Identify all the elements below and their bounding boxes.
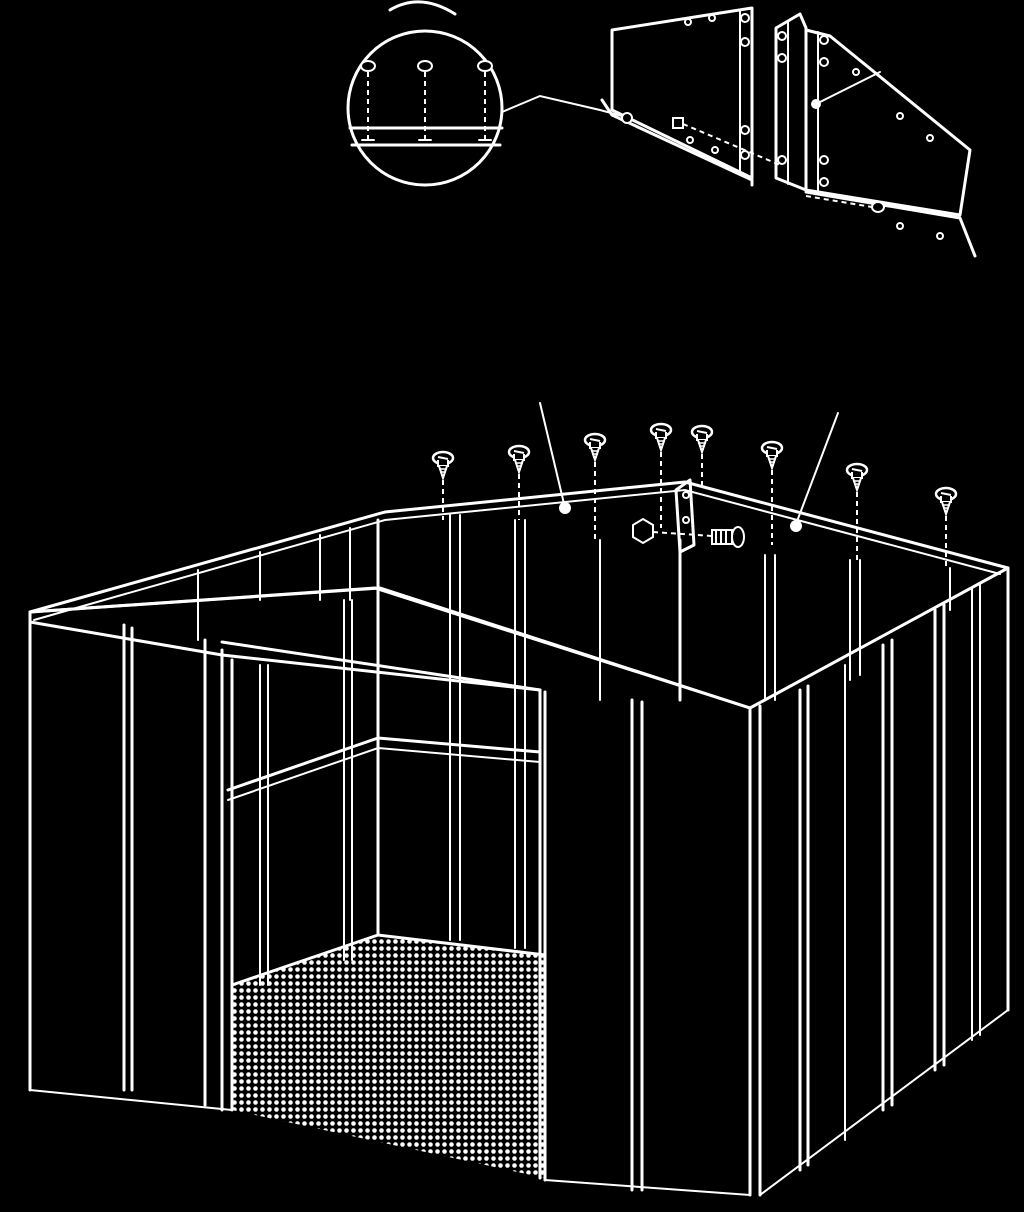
- screw-1-icon: [431, 450, 455, 480]
- callout-screw-1: [360, 60, 376, 141]
- leader-lines: [539, 402, 839, 532]
- shed-frame: [28, 480, 1010, 1197]
- screw-5-icon: [690, 424, 714, 454]
- main-screws: [431, 422, 958, 570]
- callout-screw-2: [417, 60, 433, 141]
- screw-7-icon: [845, 462, 869, 492]
- detail-magnifier: [346, 0, 623, 187]
- screw-8-icon: [934, 486, 958, 516]
- beam-joint-detail: [600, 6, 977, 258]
- screw-4-icon: [649, 422, 673, 452]
- callout-leader: [501, 94, 623, 117]
- screw-3-icon: [583, 432, 607, 462]
- callout-screw-3: [477, 60, 493, 141]
- floor-panel: [232, 935, 545, 1178]
- ridge-bracket: [632, 478, 745, 554]
- screw-2-icon: [507, 444, 531, 474]
- screw-6-icon: [760, 440, 784, 470]
